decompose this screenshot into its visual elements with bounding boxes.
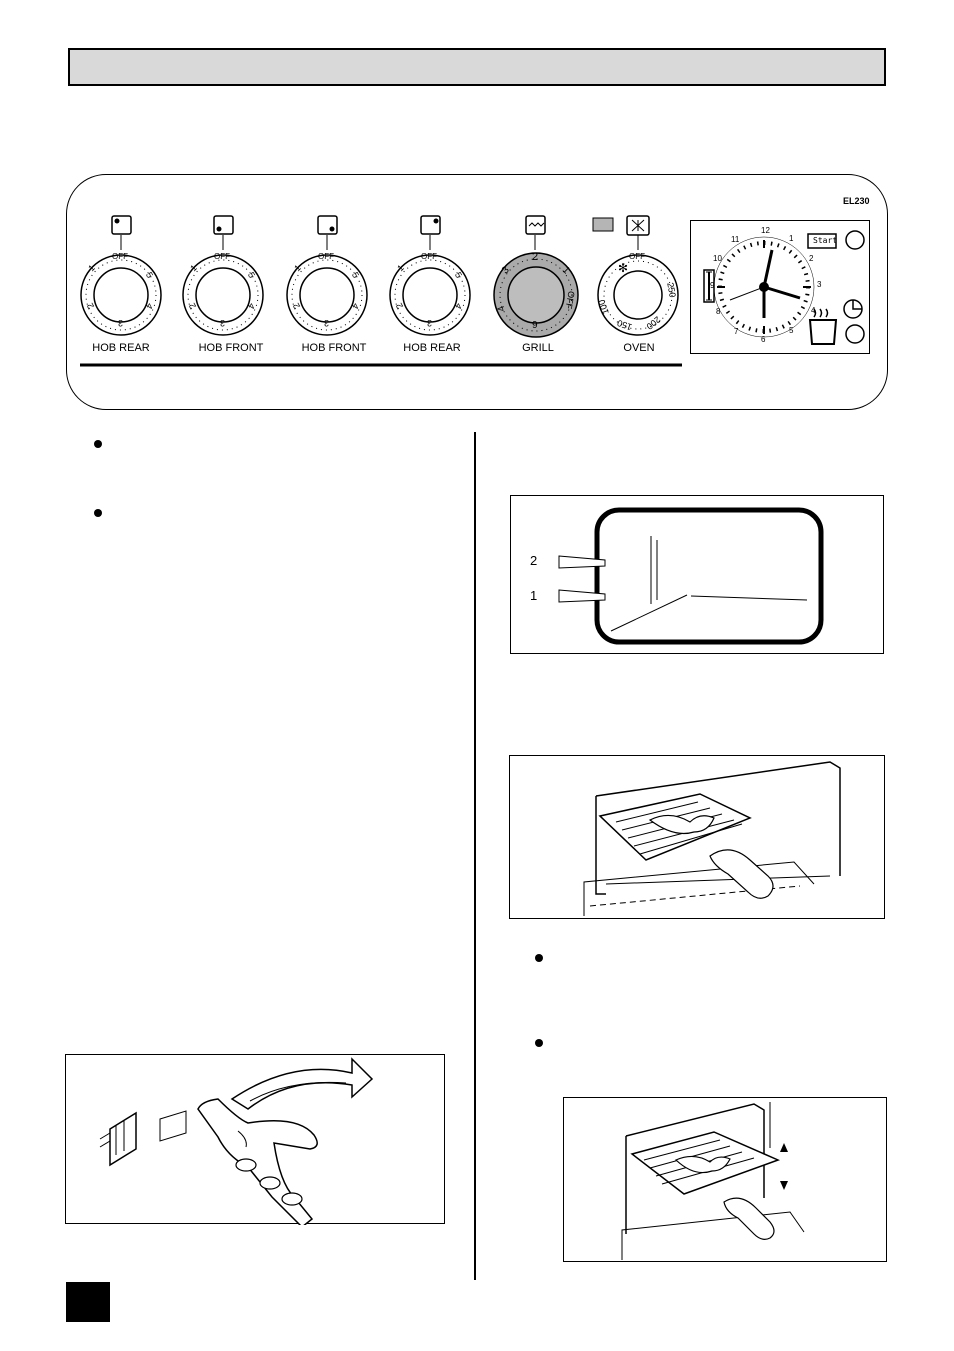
- knob-2-mark: 3: [220, 318, 226, 328]
- knob-oven[interactable]: ✻: [592, 215, 679, 336]
- column-divider: [474, 432, 476, 1280]
- clock-number: 10: [713, 254, 722, 263]
- timer-start-label: Start: [813, 236, 838, 245]
- knob-hob-rear-right[interactable]: [389, 215, 471, 336]
- bullet-point: [535, 954, 543, 962]
- knob-1-mark: 3: [118, 318, 124, 328]
- knob-5-top-label: 2: [532, 251, 539, 263]
- knob-label-grill: GRILL: [522, 342, 554, 354]
- control-panel-outline: [66, 174, 888, 410]
- clock-number: 6: [761, 335, 766, 344]
- knob-hob-rear-left[interactable]: [80, 215, 162, 336]
- page-number-box: [66, 1282, 110, 1322]
- knob-3-off-label: OFF: [318, 252, 334, 261]
- knob-1-off-label: OFF: [112, 252, 128, 261]
- knob-5-mark: 6: [532, 318, 538, 329]
- knob-3-mark: 3: [324, 318, 330, 328]
- svg-text:✻: ✻: [618, 261, 628, 275]
- control-panel-drawing: ✻: [80, 215, 682, 367]
- clock-number: 3: [817, 280, 822, 289]
- knob-label-hob-rear: HOB REAR: [403, 342, 461, 354]
- clock-number: 9: [710, 281, 715, 290]
- shelf-label-2: 2: [530, 553, 538, 568]
- timer-clock-box: [690, 220, 870, 354]
- clock-number: 7: [734, 327, 739, 336]
- clock-number: 8: [716, 307, 721, 316]
- bullet-point: [94, 509, 102, 517]
- clock-number: 12: [761, 226, 770, 235]
- knob-grill[interactable]: [493, 215, 579, 338]
- knob-4-mark: 3: [427, 318, 433, 328]
- knob-label-hob-rear: HOB REAR: [92, 342, 150, 354]
- clock-number: 2: [809, 254, 814, 263]
- section-header-bar: [68, 48, 886, 86]
- side-clip-removal-figure: [65, 1054, 445, 1225]
- bullet-point: [94, 440, 102, 448]
- knob-6-off-label: OFF: [629, 252, 645, 261]
- bullet-point: [535, 1039, 543, 1047]
- oven-cavity-drawing: [558, 507, 824, 645]
- clock-number: 4: [811, 306, 816, 315]
- model-code: EL230: [843, 196, 870, 206]
- grill-pan-drawing: [583, 761, 841, 916]
- shelf-position-figure: 2 1: [510, 495, 884, 654]
- clock-number: 1: [789, 234, 794, 243]
- knob-4-off-label: OFF: [421, 252, 437, 261]
- clip-removal-drawing: [99, 1057, 374, 1225]
- analogue-clock: [703, 230, 865, 345]
- shelf-label-1: 1: [530, 588, 538, 603]
- knob-label-hob-front: HOB FRONT: [301, 342, 367, 354]
- knob-hob-front-left[interactable]: [182, 215, 264, 336]
- clock-number: 11: [731, 235, 740, 244]
- grill-pan-adjust-drawing: [621, 1102, 805, 1260]
- knob-label-oven: OVEN: [623, 342, 655, 354]
- knob-2-off-label: OFF: [214, 252, 230, 261]
- grill-pan-figure: [509, 755, 885, 919]
- knob-label-hob-front: HOB FRONT: [198, 342, 264, 354]
- knob-hob-front-right[interactable]: [286, 215, 368, 336]
- clock-number: 5: [789, 326, 794, 335]
- grill-pan-adjust-figure: [563, 1097, 887, 1262]
